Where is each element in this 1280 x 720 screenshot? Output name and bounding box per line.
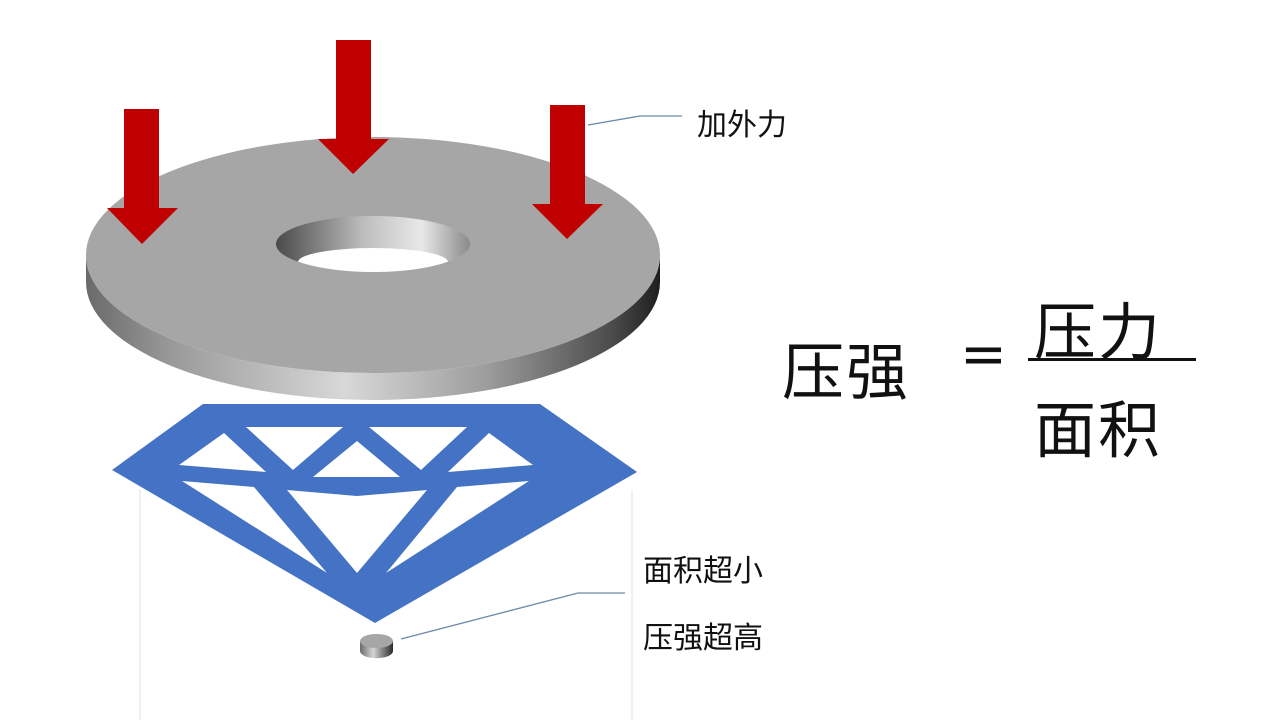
arrow-down-icon bbox=[107, 109, 178, 244]
washer-hole-opening bbox=[298, 248, 448, 272]
diamond bbox=[112, 404, 637, 623]
label-pressure-high: 压强超高 bbox=[643, 621, 763, 656]
force-arrow-right bbox=[532, 105, 603, 239]
diamond-facet bbox=[179, 433, 266, 472]
formula-denominator: 面积 bbox=[1034, 394, 1163, 467]
tip-cylinder bbox=[360, 634, 393, 659]
diamond-facet bbox=[386, 481, 529, 573]
label-external-force: 加外力 bbox=[697, 108, 787, 143]
formula-lhs: 压强 bbox=[782, 336, 911, 409]
callout-line-tip bbox=[400, 592, 625, 640]
label-area-small: 面积超小 bbox=[643, 554, 763, 589]
formula-equals: = bbox=[960, 322, 1007, 387]
force-arrow-left bbox=[107, 109, 178, 244]
diamond-facet bbox=[287, 490, 427, 573]
callout-line-external-force bbox=[587, 115, 682, 126]
tip-top bbox=[360, 634, 393, 648]
diamond-facet bbox=[246, 427, 343, 470]
diamond-facet bbox=[313, 441, 400, 477]
arrow-down-icon bbox=[532, 105, 603, 239]
washer-rim bbox=[86, 255, 660, 400]
diamond-facet bbox=[448, 433, 533, 472]
diamond-facet bbox=[182, 481, 327, 573]
washer bbox=[86, 137, 660, 400]
diamond-facet bbox=[369, 427, 467, 470]
formula-numerator: 压力 bbox=[1034, 296, 1163, 369]
fraction-bar bbox=[1028, 358, 1196, 361]
arrow-down-icon bbox=[318, 40, 389, 174]
force-arrow-middle bbox=[318, 40, 389, 174]
